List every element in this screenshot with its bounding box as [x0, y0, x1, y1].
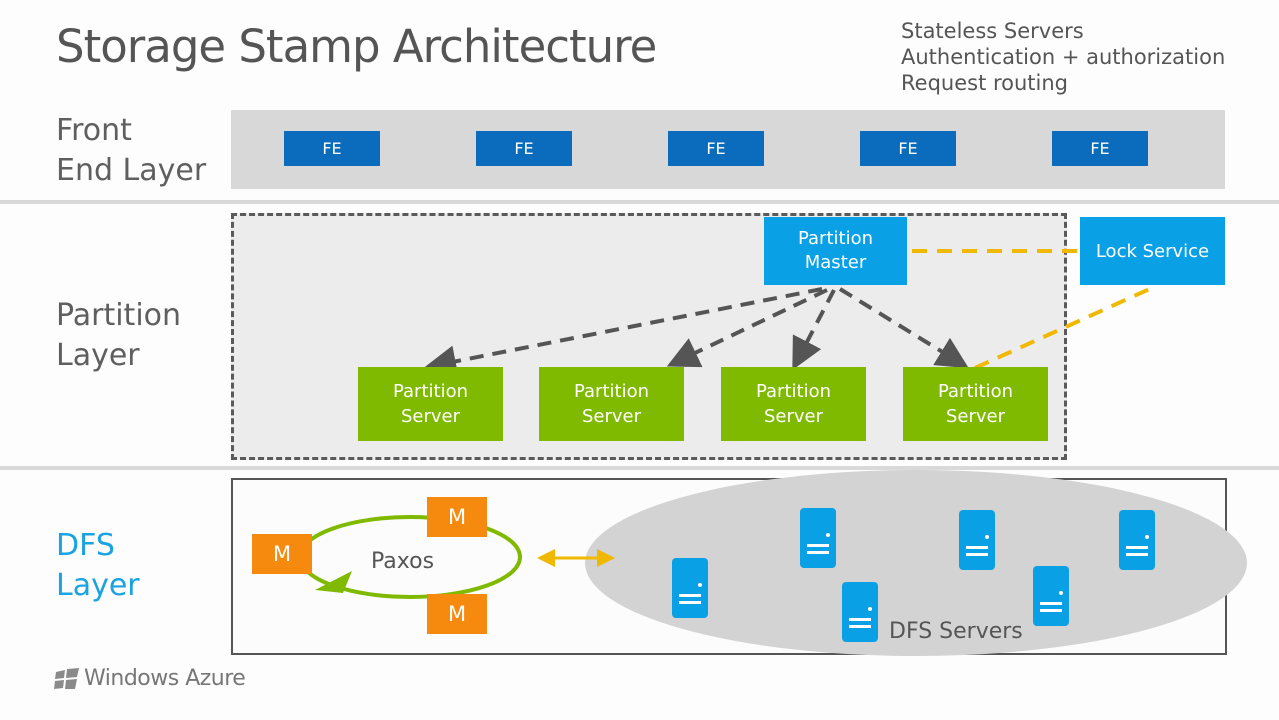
logo-text: Windows Azure: [84, 666, 246, 691]
partition-server-line2: Server: [400, 406, 460, 427]
partition-server-line2: Server: [763, 406, 823, 427]
partition-server-line1: Partition: [937, 381, 1013, 402]
paxos-master-box: M: [427, 594, 487, 634]
server-icon: [1033, 566, 1069, 626]
arrow-to-server-2: [666, 288, 828, 368]
server-icon: [1119, 510, 1155, 570]
paxos-arrow-head: [315, 571, 352, 593]
server-lock-link: [974, 285, 1155, 370]
partition-layer-label: Partition Layer: [56, 296, 181, 376]
windows-flag-icon: [54, 667, 79, 689]
arrow-to-server-1: [424, 287, 823, 378]
note-routing: Request routing: [901, 71, 1069, 95]
server-icon: [842, 582, 878, 642]
front-end-label-line2: End Layer: [56, 153, 207, 188]
partition-server-line2: Server: [945, 406, 1005, 427]
layer-divider: [0, 466, 1279, 470]
partition-server-line1: Partition: [392, 381, 468, 402]
arrow-to-server-3: [792, 289, 836, 371]
dfs-label-line2: Layer: [56, 568, 140, 603]
fe-box: FE: [668, 131, 764, 166]
front-end-layer-label: Front End Layer: [56, 111, 206, 191]
arrow-to-server-4: [838, 287, 969, 369]
partition-master-box: Partition Master: [764, 217, 907, 285]
partition-server-line1: Partition: [573, 381, 649, 402]
server-icon: [959, 510, 995, 570]
paxos-label: Paxos: [371, 549, 435, 574]
master-to-server-arrows: [424, 287, 969, 378]
fe-box: FE: [860, 131, 956, 166]
note-stateless: Stateless Servers: [901, 19, 1084, 43]
lock-service-links: [912, 249, 1155, 370]
server-icon: [672, 558, 708, 618]
fe-box: FE: [1052, 131, 1148, 166]
slide-title: Storage Stamp Architecture: [56, 20, 657, 73]
dfs-layer-label: DFS Layer: [56, 526, 140, 606]
fe-box: FE: [284, 131, 380, 166]
front-end-notes: Stateless Servers Authentication + autho…: [901, 18, 1225, 96]
fe-box: FE: [476, 131, 572, 166]
dfs-server-cluster: [585, 470, 1247, 656]
paxos-master-box: M: [252, 534, 312, 574]
partition-label-line1: Partition: [56, 298, 182, 333]
lock-service-box: Lock Service: [1080, 217, 1225, 285]
front-end-label-line1: Front: [56, 113, 132, 148]
partition-server-line2: Server: [581, 406, 641, 427]
layer-divider: [0, 200, 1279, 204]
partition-master-line1: Partition: [797, 228, 873, 249]
dfs-label-line1: DFS: [56, 528, 115, 563]
partition-label-line2: Layer: [56, 338, 140, 373]
dfs-servers-label: DFS Servers: [889, 619, 1023, 644]
partition-server-line1: Partition: [755, 381, 831, 402]
paxos-master-box: M: [427, 497, 487, 537]
server-icon: [800, 508, 836, 568]
partition-master-line2: Master: [804, 252, 867, 273]
note-auth: Authentication + authorization: [901, 45, 1226, 69]
windows-azure-logo: Windows Azure: [54, 666, 246, 691]
